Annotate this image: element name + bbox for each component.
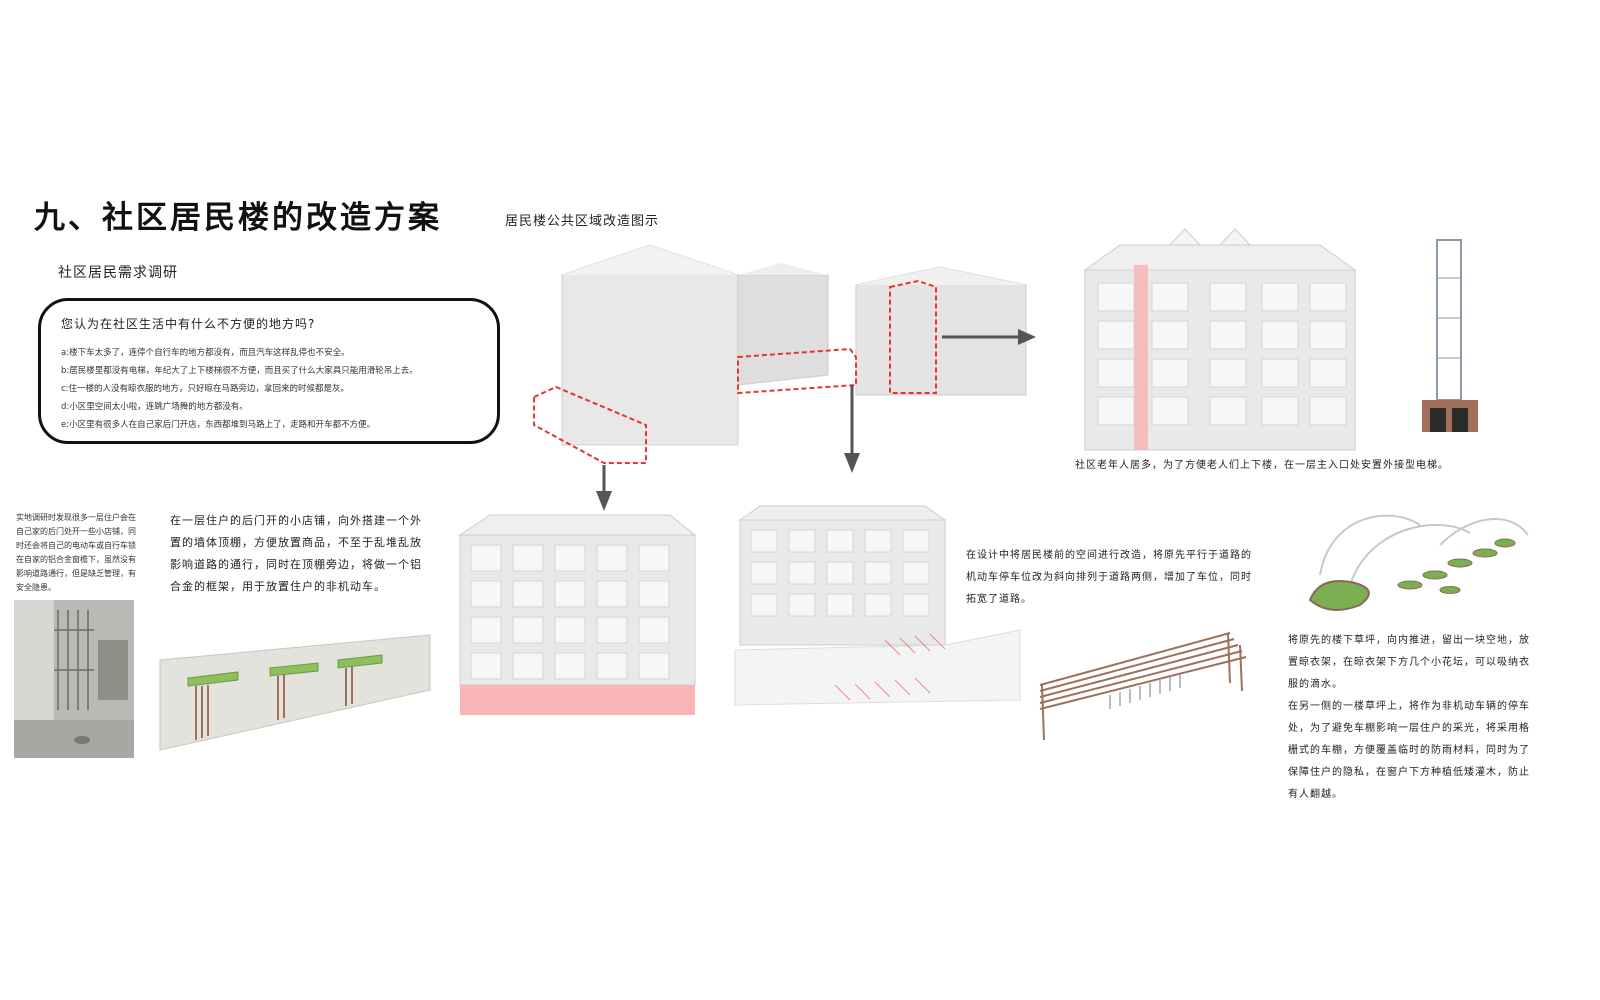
parking-line: 机动车停车位改为斜向排列于道路两侧，增加了车位，同时 — [966, 572, 1252, 583]
shop-canopy-line: 在一层住户的后门开的小店铺，向外搭建一个外 — [170, 514, 422, 527]
parking-building — [734, 505, 1021, 706]
survey-answer-e: e:小区里有很多人在自己家后门开店，东西都堆到马路上了，走路和开车都不方便。 — [61, 420, 376, 430]
field-research-note: 实地调研时发现很多一层住户会在 自己家的后门处开一些小店铺，同 时还会将自己的电… — [16, 511, 146, 595]
canopy-wall-model — [159, 634, 431, 751]
pergola-model — [1039, 632, 1247, 741]
garden-line: 处，为了避免车棚影响一层住户的采光，将采用格 — [1288, 723, 1530, 734]
shop-canopy-note: 在一层住户的后门开的小店铺，向外搭建一个外 置的墙体顶棚，方便放置商品，不至于乱… — [170, 510, 450, 598]
parking-line: 在设计中将居民楼前的空间进行改造，将原先平行于道路的 — [966, 550, 1252, 561]
garden-note: 将原先的楼下草坪，向内推进，留出一块空地，放 置晾衣架，在晾衣架下方几个小花坛，… — [1288, 630, 1558, 806]
field-research-line: 实地调研时发现很多一层住户会在 — [16, 513, 136, 522]
garden-line: 保障住户的隐私，在窗户下方种植低矮灌木，防止 — [1288, 767, 1530, 778]
shop-building — [458, 514, 697, 715]
garden-model — [1308, 514, 1529, 611]
survey-answer-a: a:楼下车太多了，连停个自行车的地方都没有，而且汽车这样乱停也不安全。 — [61, 348, 350, 358]
massing-model — [533, 244, 1036, 511]
diagram-title: 居民楼公共区域改造图示 — [505, 214, 660, 229]
field-research-line: 在自家的铝合金窗檐下，虽然没有 — [16, 555, 136, 564]
survey-section-label: 社区居民需求调研 — [58, 265, 178, 281]
field-research-line: 影响道路通行，但是缺乏管理，有 — [16, 569, 136, 578]
garden-line: 服的滴水。 — [1288, 679, 1343, 690]
page-title: 九、社区居民楼的改造方案 — [34, 200, 442, 236]
garden-line: 栅式的车棚，方便覆盖临时的防雨材料，同时为了 — [1288, 745, 1530, 756]
elevator-caption: 社区老年人居多，为了方便老人们上下楼，在一层主入口处安置外接型电梯。 — [1075, 460, 1449, 471]
survey-question: 您认为在社区生活中有什么不方便的地方吗? — [61, 317, 316, 331]
garden-line: 将原先的楼下草坪，向内推进，留出一块空地，放 — [1288, 635, 1530, 646]
parking-note: 在设计中将居民楼前的空间进行改造，将原先平行于道路的 机动车停车位改为斜向排列于… — [966, 545, 1276, 611]
survey-answer-d: d:小区里空间太小啦，连跳广场舞的地方都没有。 — [61, 402, 248, 412]
survey-answer-c: c:住一楼的人没有晾衣服的地方，只好晾在马路旁边，拿回来的时候都是灰。 — [61, 384, 350, 394]
garden-line: 置晾衣架，在晾衣架下方几个小花坛，可以吸纳衣 — [1288, 657, 1530, 668]
garden-line: 有人翻越。 — [1288, 789, 1343, 800]
field-research-line: 时还会将自己的电动车或自行车锁 — [16, 541, 136, 550]
parking-line: 拓宽了道路。 — [966, 594, 1032, 605]
shop-canopy-line: 置的墙体顶棚，方便放置商品，不至于乱堆乱放 — [170, 536, 422, 549]
survey-box: 您认为在社区生活中有什么不方便的地方吗? a:楼下车太多了，连停个自行车的地方都… — [38, 298, 500, 444]
shop-canopy-line: 影响道路的通行，同时在顶棚旁边，将做一个铝 — [170, 558, 422, 571]
garden-line: 在另一侧的一楼草坪上，将作为非机动车辆的停车 — [1288, 701, 1530, 712]
elevator-tower — [1422, 239, 1478, 432]
field-research-line: 自己家的后门处开一些小店铺，同 — [16, 527, 136, 536]
shop-canopy-line: 合金的框架，用于放置住户的非机动车。 — [170, 580, 386, 593]
survey-answer-b: b:居民楼里都没有电梯，年纪大了上下楼梯很不方便，而且买了什么大家具只能用滑轮吊… — [61, 366, 418, 376]
elevator-building — [1083, 228, 1357, 451]
field-research-line: 安全隐患。 — [16, 583, 56, 592]
field-photo — [14, 600, 134, 758]
